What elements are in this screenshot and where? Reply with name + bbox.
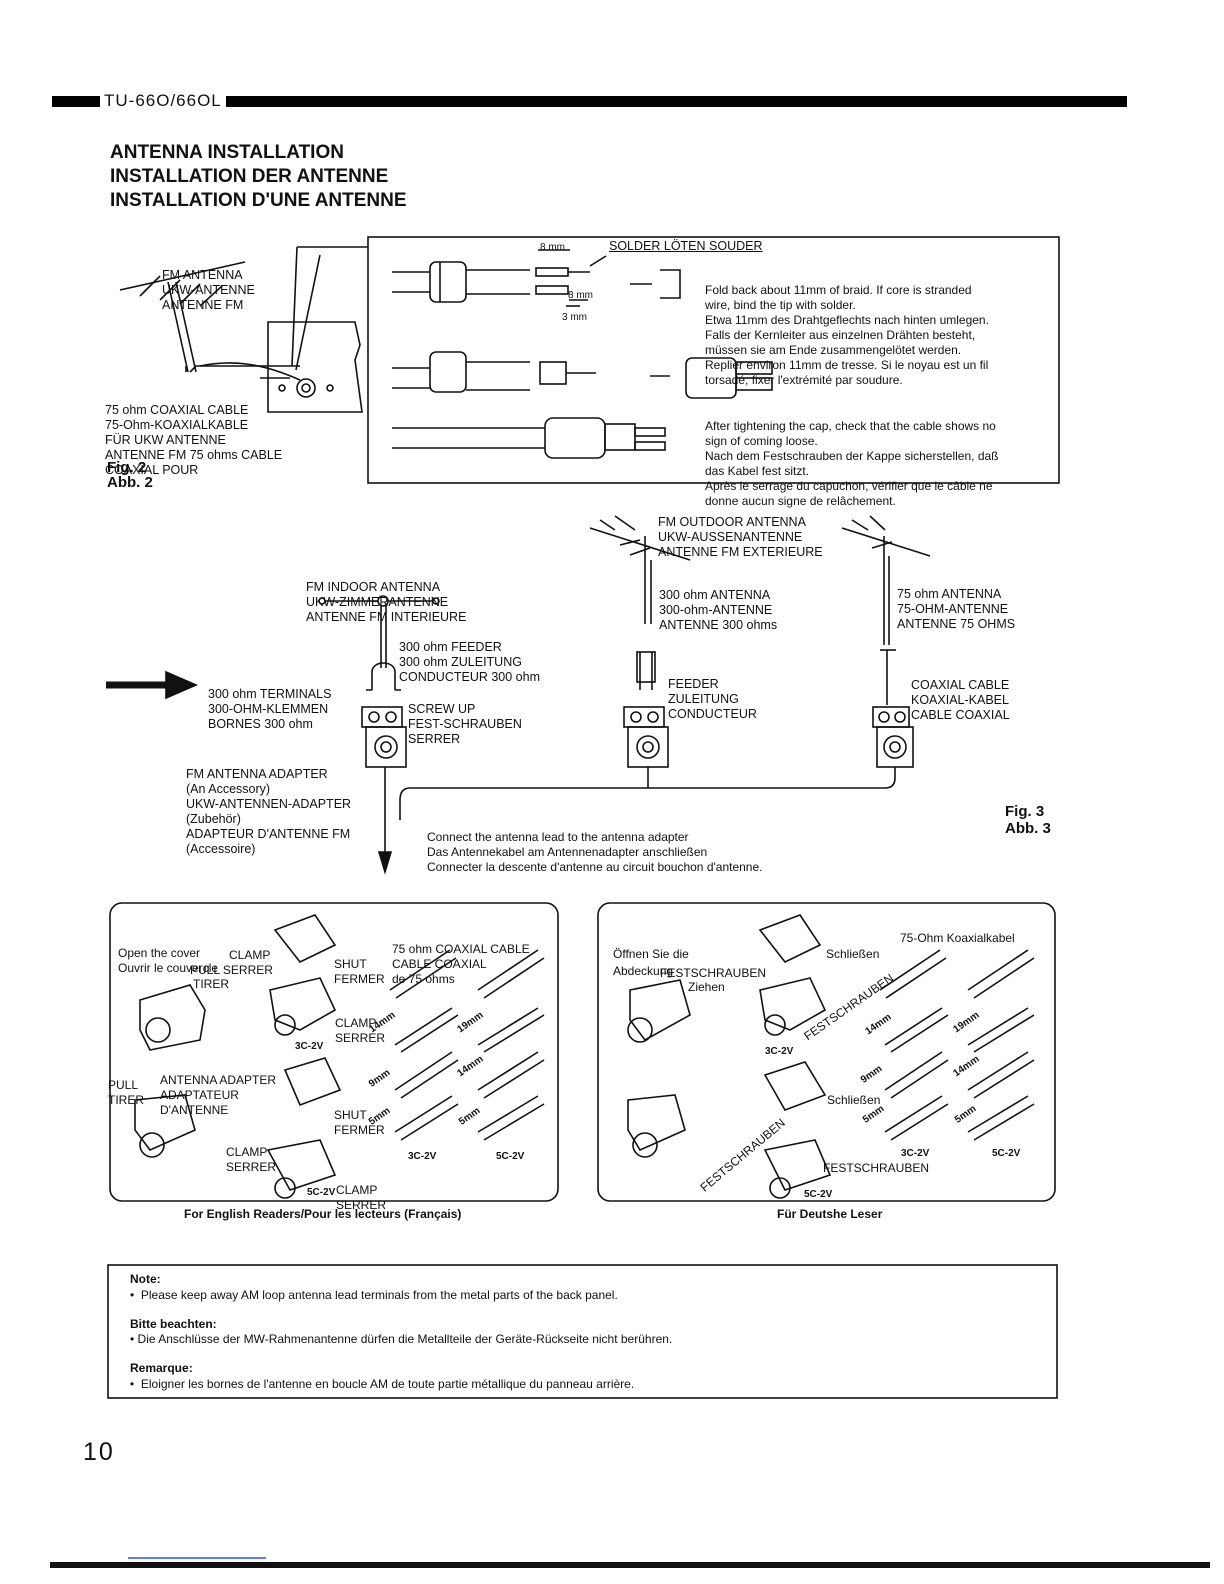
cap-text: After tightening the cap, check that the… (705, 419, 999, 508)
note-text-fr: • Eloigner les bornes de l'antenne en bo… (130, 1377, 635, 1391)
note-heading-fr: Remarque: (130, 1361, 193, 1375)
page-number: 10 (83, 1438, 115, 1466)
right-schliessen: Schließen (826, 947, 880, 961)
left-5c-right: 5C-2V (496, 1151, 525, 1162)
left-clamp: CLAMP (229, 948, 271, 962)
left-caption: For English Readers/Pour les lecteurs (F… (184, 1207, 462, 1221)
right-3c-top: 3C-2V (765, 1046, 794, 1057)
dim-3mm: 3 mm (562, 312, 587, 323)
right-5c-right: 5C-2V (992, 1148, 1021, 1159)
title-de: INSTALLATION DER ANTENNE (110, 166, 389, 187)
right-coax: 75-Ohm Koaxialkabel (900, 931, 1015, 945)
solder-text: Fold back about 11mm of braid. If core i… (705, 283, 989, 387)
connect-instruction: Connect the antenna lead to the antenna … (427, 830, 763, 874)
left-3c-top: 3C-2V (295, 1041, 324, 1052)
note-text-de: • Die Anschlüsse der MW-Rahmenantenne dü… (130, 1332, 673, 1346)
right-ziehen: Ziehen (688, 980, 725, 994)
title-en: ANTENNA INSTALLATION (110, 142, 344, 163)
note-text-en: • Please keep away AM loop antenna lead … (130, 1288, 618, 1302)
model-name: TU-66O/66OL (100, 92, 226, 110)
right-caption: Für Deutshe Leser (777, 1207, 883, 1221)
header-bar (52, 96, 1127, 107)
note-heading-en: Note: (130, 1272, 161, 1286)
left-pull-serrer: PULL SERRER (190, 963, 273, 977)
title-fr: INSTALLATION D'UNE ANTENNE (110, 190, 407, 211)
note-heading-de: Bitte beachten: (130, 1317, 217, 1331)
left-5c-bottom: 5C-2V (307, 1187, 336, 1198)
left-tirer: TIRER (193, 977, 229, 991)
right-3c-bottom: 3C-2V (901, 1148, 930, 1159)
right-5c-bottom: 5C-2V (804, 1189, 833, 1200)
right-fest-bottom: FESTSCHRAUBEN (823, 1161, 930, 1175)
right-fest: FESTSCHRAUBEN (660, 966, 767, 980)
dim-8mm-top: 8 mm (540, 242, 565, 253)
left-3c-bottom: 3C-2V (408, 1151, 437, 1162)
dim-8mm: 8 mm (568, 290, 593, 301)
solder-heading: SOLDER LÖTEN SOUDER (609, 239, 763, 253)
right-schliessen-2: Schließen (827, 1093, 881, 1107)
adapter-label: FM ANTENNA ADAPTER(An Accessory)UKW-ANTE… (186, 767, 352, 856)
